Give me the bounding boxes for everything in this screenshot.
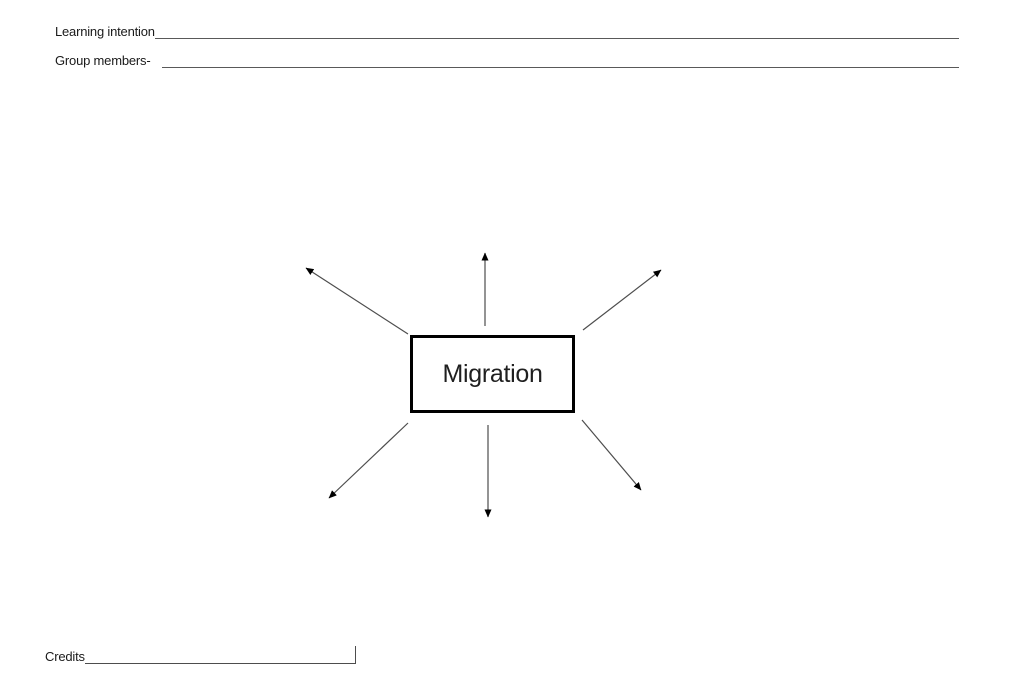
- credits-row: Credits: [45, 646, 356, 664]
- credits-blank-line[interactable]: [84, 646, 356, 664]
- arrow-up-right-icon: [582, 269, 662, 331]
- group-members-row: Group members-: [55, 53, 959, 68]
- learning-intention-row: Learning intention: [55, 24, 959, 39]
- arrow-up-left-icon: [305, 267, 409, 335]
- arrow-down-left-icon: [328, 422, 409, 499]
- credits-label: Credits: [45, 649, 85, 664]
- group-members-blank-line[interactable]: [162, 53, 959, 68]
- group-members-label: Group members-: [55, 53, 151, 68]
- central-topic-box[interactable]: Migration: [410, 335, 575, 413]
- central-topic-label: Migration: [442, 359, 543, 388]
- learning-intention-blank-line[interactable]: [154, 24, 959, 39]
- learning-intention-label: Learning intention: [55, 24, 155, 39]
- arrow-down-right-icon: [581, 419, 642, 491]
